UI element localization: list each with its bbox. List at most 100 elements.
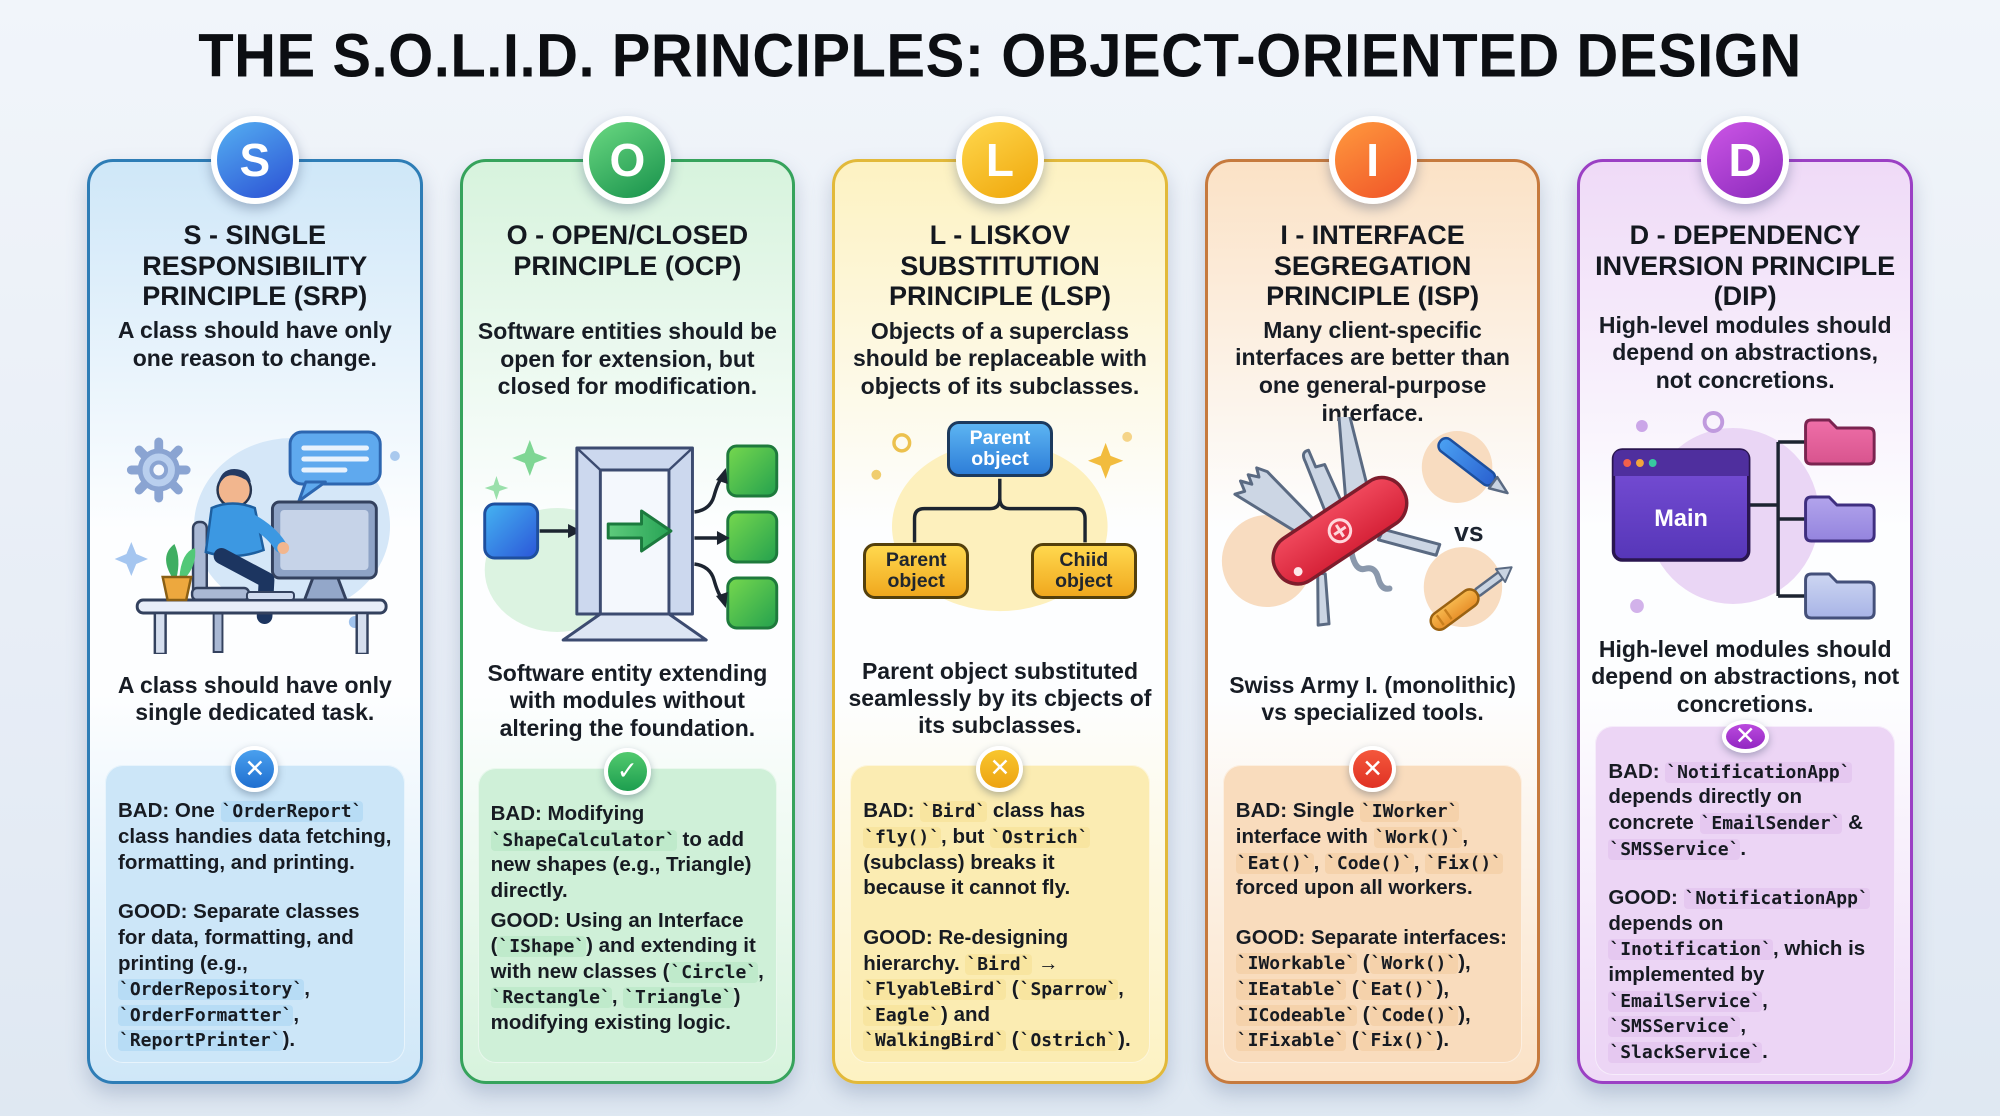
chair-seat xyxy=(190,587,251,602)
principle-cards-row: S S - SINGLE RESPONSIBILITY PRINCIPLE (S… xyxy=(0,116,2000,1084)
hierarchy-lines xyxy=(913,478,1087,543)
verdict-glyph: ✕ xyxy=(244,754,266,783)
principle-card-ocp: O O - OPEN/CLOSED PRINCIPLE (OCP) Softwa… xyxy=(459,116,796,1084)
principle-card-srp: S S - SINGLE RESPONSIBILITY PRINCIPLE (S… xyxy=(87,116,423,1084)
card-heading: S - SINGLE RESPONSIBILITY PRINCIPLE (SRP… xyxy=(142,220,368,311)
sparkle-icon xyxy=(114,542,148,577)
badge-letter: O xyxy=(609,134,646,186)
example-box: BAD: One `OrderReport` class handies dat… xyxy=(105,765,405,1063)
arrow-right-icon xyxy=(539,524,582,538)
badge-letter: I xyxy=(1366,134,1379,186)
verdict-glyph: ✓ xyxy=(616,757,638,785)
parent-object-subclass-box: Parent object xyxy=(863,543,970,600)
deco-dot xyxy=(1122,432,1133,442)
page-title: THE S.O.L.I.D. PRINCIPLES: OBJECT-ORIENT… xyxy=(198,22,1802,91)
main-window-label: Main xyxy=(1655,505,1709,532)
letter-badge-i: I xyxy=(1328,116,1417,204)
sparkle-icon xyxy=(511,440,548,476)
check-icon: ✓ xyxy=(603,748,651,795)
dependency-lines xyxy=(1749,440,1806,599)
folder-icon-pink xyxy=(1804,418,1876,466)
card-caption: High-level modules should depend on abst… xyxy=(1591,636,1900,717)
bad-example-text: BAD: `NotificationApp` depends directly … xyxy=(1608,759,1863,860)
example-box: BAD: `Bird` class has `fly()`, but `Ostr… xyxy=(850,765,1150,1063)
main-module-folders-illustration: Main xyxy=(1588,398,1902,636)
deco-dot xyxy=(871,469,882,480)
verdict-glyph: ✕ xyxy=(1362,754,1384,783)
verdict-glyph: ✕ xyxy=(989,754,1011,783)
bad-cross-icon: ✕ xyxy=(1349,745,1397,793)
main-window: Main xyxy=(1612,448,1751,563)
card-heading: L - LISKOV SUBSTITUTION PRINCIPLE (LSP) xyxy=(888,220,1111,311)
bad-cross-icon: ✕ xyxy=(1721,719,1769,753)
principle-card-lsp: L L - LISKOV SUBSTITUTION PRINCIPLE (LSP… xyxy=(832,116,1168,1084)
principle-card-dip: D D - DEPENDENCY INVERSION PRINCIPLE (DI… xyxy=(1577,116,1913,1084)
badge-letter: D xyxy=(1728,134,1762,186)
bad-cross-icon: ✕ xyxy=(231,745,279,793)
card-caption: Swiss Army I. (monolithic) vs specialize… xyxy=(1229,672,1516,726)
window-dot-red xyxy=(1623,459,1632,468)
folder-icon-lavender xyxy=(1804,495,1876,543)
class-hierarchy-illustration: Parent object Parent object Chiid object xyxy=(843,417,1157,654)
ocp-illustration-svg xyxy=(482,440,778,642)
good-example-text: GOOD: Separate classes for data, formatt… xyxy=(118,900,360,1052)
verdict-glyph: ✕ xyxy=(1734,721,1756,750)
card-definition: High-level modules should depend on abst… xyxy=(1598,311,1892,393)
deco-dot xyxy=(390,451,400,462)
open-door-illustration xyxy=(471,418,785,656)
vs-label: vs xyxy=(1454,517,1483,547)
letter-badge-o: O xyxy=(583,116,672,204)
letter-badge-s: S xyxy=(210,116,299,204)
good-example-text: GOOD: Separate interfaces: `IWorkable` (… xyxy=(1235,925,1507,1052)
card-definition: Objects of a superclass should be replac… xyxy=(853,317,1147,399)
example-box: BAD: Single `IWorker` interface with `Wo… xyxy=(1222,765,1523,1063)
card-definition: Software entities should be open for ext… xyxy=(477,318,777,400)
letter-badge-d: D xyxy=(1701,116,1790,204)
bad-example-text: BAD: One `OrderReport` class handies dat… xyxy=(118,799,392,874)
deco-ring xyxy=(1703,411,1725,434)
principle-card-isp: I I - INTERFACE SEGREGATION PRINCIPLE (I… xyxy=(1204,116,1541,1084)
example-box: BAD: `NotificationApp` depends directly … xyxy=(1595,725,1895,1075)
card-heading: I - INTERFACE SEGREGATION PRINCIPLE (ISP… xyxy=(1266,220,1480,311)
bad-example-text: BAD: Modifying `ShapeCalculator` to add … xyxy=(490,802,752,902)
good-example-text: GOOD: Re-designing hierarchy. `Bird` → `… xyxy=(863,925,1131,1052)
swiss-army-knife-icon xyxy=(1233,399,1442,627)
srp-illustration-svg xyxy=(114,430,400,656)
deco-dot xyxy=(1630,599,1645,614)
example-box: BAD: Modifying `ShapeCalculator` to add … xyxy=(477,768,778,1063)
parent-object-box: Parent object xyxy=(946,421,1053,478)
badge-letter: L xyxy=(985,134,1015,186)
input-module-square xyxy=(482,502,539,560)
plant-icon xyxy=(161,544,196,602)
desk xyxy=(135,598,388,656)
gear-icon xyxy=(126,437,191,503)
bad-example-text: BAD: `Bird` class has `fly()`, but `Ostr… xyxy=(863,799,1090,900)
good-example-text: GOOD: `NotificationApp` depends on `Inot… xyxy=(1608,886,1870,1063)
swiss-knife-vs-tools-illustration: vs xyxy=(1216,399,1530,655)
sparkle-icon xyxy=(1088,442,1124,479)
child-object-box: Chiid object xyxy=(1030,543,1137,600)
badge-letter: S xyxy=(239,134,271,186)
bad-example-text: BAD: Single `IWorker` interface with `Wo… xyxy=(1235,799,1504,900)
card-definition: A class should have only one reason to c… xyxy=(117,317,392,371)
window-dot-orange xyxy=(1636,459,1645,468)
good-example-text: GOOD: Using an Interface (`IShape`) and … xyxy=(490,908,764,1034)
chat-bubble-icon xyxy=(288,430,382,503)
card-definition: Many client-specific interfaces are bett… xyxy=(1235,316,1510,426)
extension-module-squares xyxy=(725,444,778,630)
sparkle-icon xyxy=(484,476,508,500)
card-caption: Parent object substituted seamlessly by … xyxy=(848,658,1152,739)
screwdriver-icon xyxy=(1429,566,1513,631)
letter-badge-l: L xyxy=(955,116,1044,204)
keyboard-icon xyxy=(245,591,295,602)
deco-ring xyxy=(892,433,912,453)
folder-icon-blue xyxy=(1804,572,1876,620)
doorway xyxy=(561,446,708,642)
window-dot-teal xyxy=(1649,459,1657,468)
pen-icon xyxy=(1437,436,1509,495)
card-heading: D - DEPENDENCY INVERSION PRINCIPLE (DIP) xyxy=(1595,220,1896,311)
dip-illustration-svg: Main xyxy=(1612,411,1876,620)
developer-at-desk-illustration xyxy=(98,416,412,656)
green-arrow-icon xyxy=(606,509,672,553)
